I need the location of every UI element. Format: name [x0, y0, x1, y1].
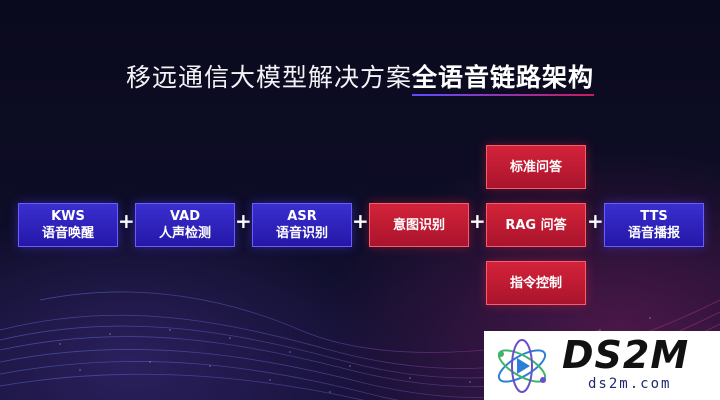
rag-box: RAG 问答: [486, 203, 586, 247]
vad-box: VAD 人声检测: [135, 203, 235, 247]
vad-label: 人声检测: [158, 226, 211, 241]
rag-label: RAG 问答: [505, 217, 567, 233]
title-normal: 移远通信大模型解决方案: [125, 63, 412, 92]
asr-code: ASR: [287, 209, 317, 224]
vad-code: VAD: [169, 209, 201, 224]
intent-box: 意图识别: [369, 203, 469, 247]
tts-code: TTS: [640, 209, 668, 224]
kws-label: 语音唤醒: [41, 226, 94, 241]
asr-label: 语音识别: [275, 226, 328, 241]
plus-3: +: [352, 209, 369, 233]
ds2m-watermark: DS2M ds2m.com: [484, 331, 720, 400]
kws-code: KWS: [51, 209, 85, 224]
command-control-label: 指令控制: [509, 275, 562, 291]
plus-5: +: [587, 209, 604, 233]
kws-box: KWS 语音唤醒: [18, 203, 118, 247]
standard-qa-box: 标准问答: [486, 145, 586, 189]
plus-1: +: [118, 209, 135, 233]
title-highlight: 全语音链路架构: [412, 63, 595, 92]
standard-qa-label: 标准问答: [509, 159, 562, 175]
command-control-box: 指令控制: [486, 261, 586, 305]
ds2m-logo-icon: [497, 339, 547, 393]
ds2m-domain-text: ds2m.com: [588, 376, 672, 392]
asr-box: ASR 语音识别: [252, 203, 352, 247]
tts-label: 语音播报: [627, 226, 680, 241]
diagram-title: 移远通信大模型解决方案全语音链路架构: [0, 58, 720, 94]
intent-label: 意图识别: [392, 217, 445, 233]
ds2m-brand-text: DS2M: [562, 333, 690, 377]
plus-2: +: [235, 209, 252, 233]
plus-4: +: [469, 209, 486, 233]
tts-box: TTS 语音播报: [604, 203, 704, 247]
